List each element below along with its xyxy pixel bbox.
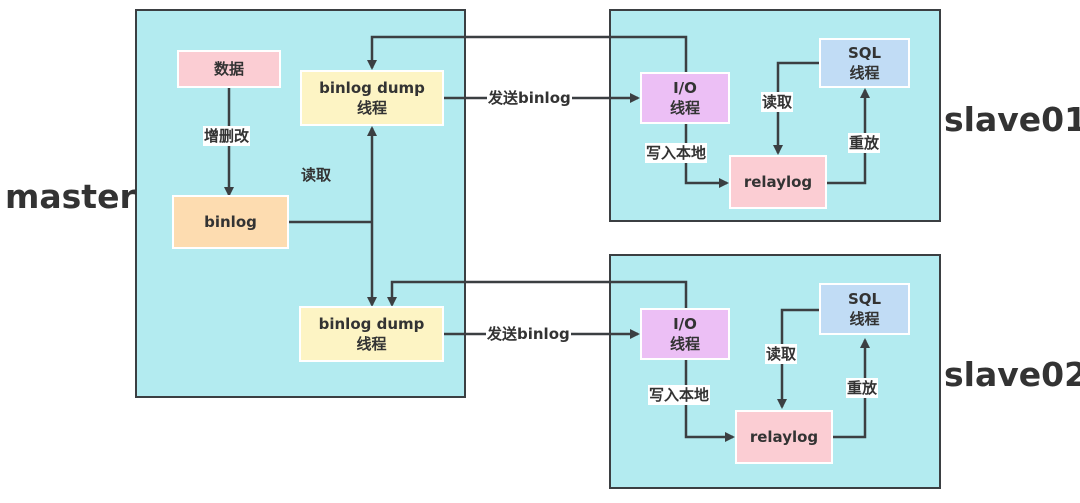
s1-sql-thread: SQL 线程 [819, 38, 910, 88]
dump2-line2: 线程 [356, 335, 387, 353]
send-binlog-label-1: 发送binlog [487, 88, 572, 108]
binlog-dump-thread-1: binlog dump 线程 [300, 70, 444, 126]
crud-edge-label: 增删改 [203, 126, 251, 146]
s2-io-line2: 线程 [669, 335, 700, 353]
s1-replay-label: 重放 [848, 133, 881, 153]
s1-sql-line1: SQL [847, 44, 882, 62]
binlog-node: binlog [172, 195, 289, 249]
edge-io1-to-dump1 [367, 35, 688, 72]
s2-io-thread: I/O 线程 [640, 308, 730, 360]
s2-sql-line1: SQL [847, 290, 882, 308]
dump1-line1: binlog dump [319, 79, 425, 97]
s1-relaylog-label: relaylog [743, 173, 813, 191]
edge-s2-replay [833, 338, 870, 439]
s2-write-local-label: 写入本地 [648, 385, 711, 405]
dump2-line1: binlog dump [318, 315, 425, 333]
master-label: master [5, 177, 136, 216]
s2-io-line1: I/O [673, 315, 697, 333]
s2-sql-line2: 线程 [849, 310, 880, 328]
read-edge-label-master: 读取 [301, 166, 332, 184]
s2-relaylog-label: relaylog [749, 428, 819, 446]
s1-io-line1: I/O [673, 79, 697, 97]
edge-s2-read [777, 308, 820, 409]
s2-relaylog: relaylog [735, 410, 833, 464]
s2-sql-thread: SQL 线程 [819, 283, 910, 335]
data-node: 数据 [177, 50, 281, 88]
s1-sql-line2: 线程 [849, 64, 880, 82]
slave01-label: slave01 [944, 100, 1080, 139]
send-binlog-label-2: 发送binlog [486, 324, 571, 344]
s1-relaylog: relaylog [729, 155, 827, 209]
s1-io-thread: I/O 线程 [640, 72, 730, 124]
dump1-line2: 线程 [356, 99, 387, 117]
s1-write-local-label: 写入本地 [645, 143, 708, 163]
slave02-label: slave02 [944, 355, 1080, 394]
binlog-dump-thread-2: binlog dump 线程 [299, 306, 444, 362]
edge-io2-to-dump2 [387, 280, 688, 308]
binlog-node-label: binlog [204, 213, 257, 231]
data-node-label: 数据 [213, 60, 244, 78]
s1-read-label: 读取 [761, 92, 794, 112]
s1-io-line2: 线程 [669, 99, 700, 117]
s2-replay-label: 重放 [846, 378, 879, 398]
edge-s1-read [773, 61, 820, 155]
s2-read-label: 读取 [765, 344, 798, 364]
edge-s1-replay [827, 88, 870, 185]
